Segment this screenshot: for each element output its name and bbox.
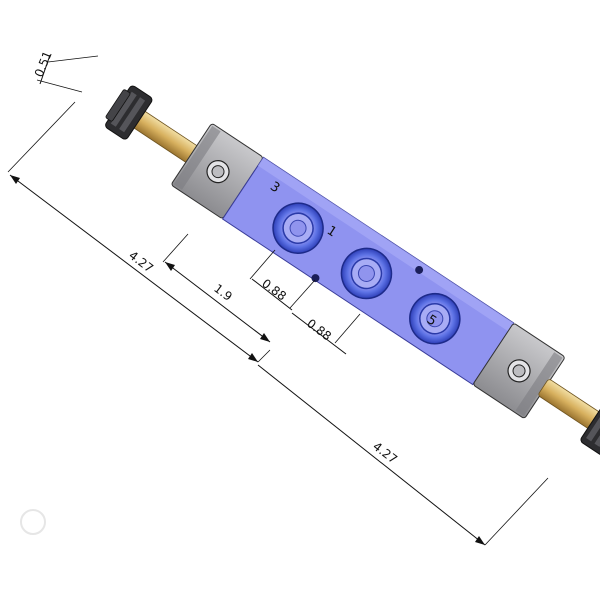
pilot-hole-icon bbox=[415, 265, 424, 274]
pilot-hole-icon bbox=[311, 274, 320, 283]
dim-nut-width: 0.51 bbox=[32, 49, 55, 79]
dim-overall-lower: 4.27 bbox=[370, 439, 400, 466]
right-nut bbox=[580, 400, 600, 456]
port-ring-right bbox=[409, 292, 461, 345]
dim-overall-upper: 4.27 bbox=[126, 248, 156, 275]
left-block-screw-icon bbox=[206, 160, 230, 184]
port-ring-center bbox=[340, 247, 393, 300]
left-nut bbox=[105, 85, 153, 140]
right-block-screw-icon bbox=[507, 359, 531, 383]
dim-pitch-right: 0.88 bbox=[304, 316, 334, 343]
dim-pitch-left: 0.88 bbox=[259, 276, 289, 303]
port-ring-left bbox=[272, 202, 324, 254]
right-piston-rod bbox=[538, 379, 600, 429]
watermark-logo-icon bbox=[20, 509, 46, 535]
